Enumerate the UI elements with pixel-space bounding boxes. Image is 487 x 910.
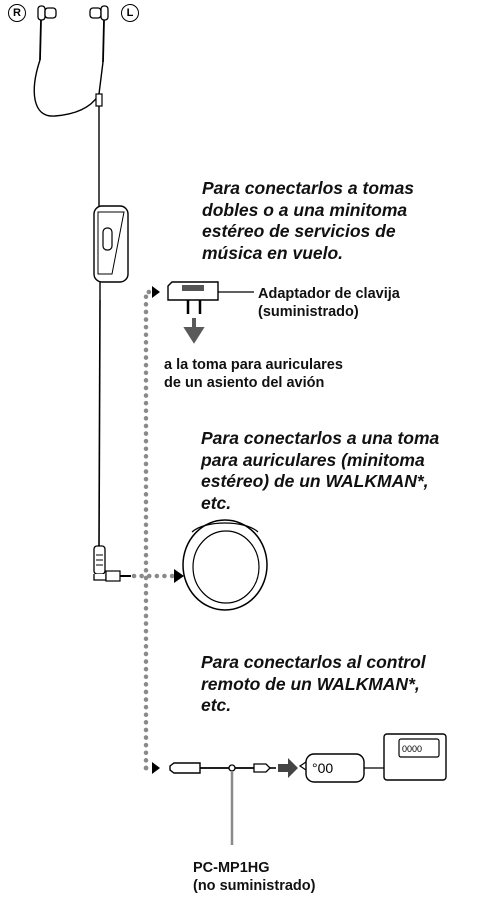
dotted-route <box>131 289 177 771</box>
earphone-cord <box>33 59 104 117</box>
down-arrow-icon <box>183 318 205 344</box>
walkman-cassette <box>383 733 447 781</box>
inline-control-box <box>93 196 129 300</box>
arrow-to-walkman <box>174 569 184 583</box>
connecting-cord <box>169 762 276 845</box>
right-channel-marker: R <box>8 4 26 22</box>
remote-control <box>298 753 384 783</box>
inflight-heading: Para conectarlos a tomas dobles o a una … <box>202 178 415 263</box>
cord-slider <box>95 93 103 107</box>
remote-display: °00 <box>312 760 333 776</box>
walkman-jack-heading: Para conectarlos a una toma para auricul… <box>201 428 440 513</box>
right-arrow-icon <box>278 758 298 778</box>
seat-jack-note: a la toma para auriculares de un asiento… <box>164 357 343 391</box>
arrow-to-adaptor <box>152 286 160 298</box>
plug-adaptor <box>167 281 254 314</box>
arrow-to-cord <box>152 762 160 774</box>
mini-plug <box>93 545 131 582</box>
lower-cord <box>98 299 101 547</box>
left-channel-marker: L <box>121 4 139 22</box>
remote-heading: Para conectarlos al control remoto de un… <box>201 652 426 715</box>
cord-label: PC-MP1HG (no suministrado) <box>193 860 316 894</box>
left-earbud <box>89 5 109 63</box>
right-earbud <box>37 5 57 61</box>
plug-adaptor-label: Adaptador de clavija (suministrado) <box>258 286 400 320</box>
walkman-player <box>182 519 268 611</box>
walkman-display: 0000 <box>402 744 422 754</box>
